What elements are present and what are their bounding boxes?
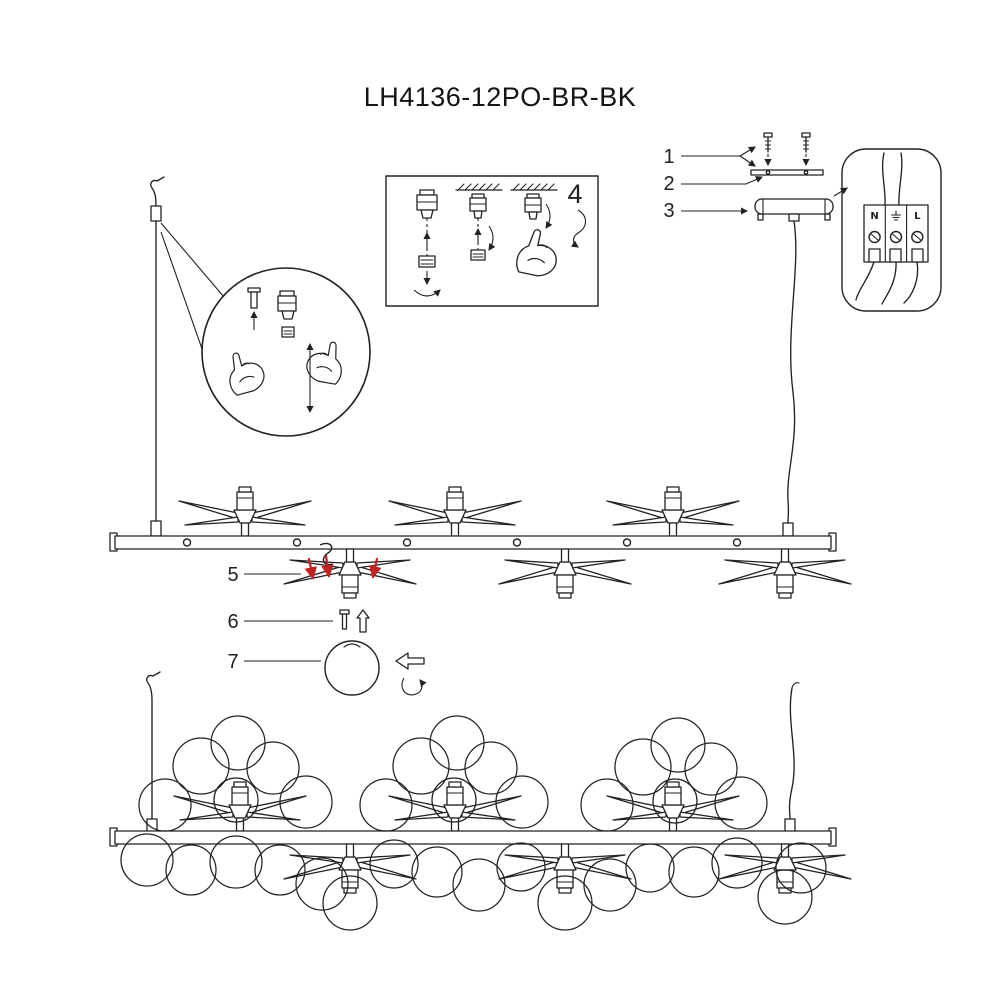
red-arrow-icon [321,554,334,578]
model-number-title: LH4136-12PO-BR-BK [364,82,637,112]
wiring-inset-frame [841,148,942,312]
callout-6-label: 6 [227,611,238,633]
magnifier-inset [160,222,371,437]
socket-instruction-inset: 4 [385,175,599,307]
glass-globe [324,640,380,696]
pendant-cable [788,687,795,820]
callout-3-label: 3 [663,200,674,222]
mounting-screw-icon [763,132,773,167]
hand-icon [514,226,563,280]
callout-7-label: 7 [227,651,238,673]
socket-part [277,290,297,338]
insert-arrow-icon [395,652,425,670]
socket-fan [283,548,417,599]
callout-6: 6 [227,609,370,633]
socket-align-step [413,189,441,297]
callout-1-label: 1 [663,146,674,168]
pendant-cable [787,220,797,524]
socket-fan [606,486,740,537]
up-arrow-icon [356,609,370,633]
socket-fan [178,486,312,537]
red-arrow-icon [369,557,382,579]
terminal-n-label: N [870,211,878,222]
cable-ferrule [150,520,162,537]
cable-hook [150,176,165,207]
locking-pin [247,287,261,330]
ground-symbol-icon [890,210,902,221]
mounting-screw-icon [801,132,811,167]
socket-fan [388,486,522,537]
red-arrow-icon [304,557,317,580]
wiring-inset: N L [841,148,942,312]
ceiling-canopy-assembly [754,187,848,537]
glass-globe [537,875,593,931]
instruction-inset-frame [385,175,599,307]
socket-fan [388,781,522,832]
rotation-arrow-icon [401,677,427,696]
ceiling-hardware-callouts: 1 2 3 [663,132,824,222]
callout-5-label: 5 [227,564,238,586]
terminal-l-label: L [914,211,921,222]
cable-hook [146,671,161,701]
socket-fan [283,843,417,894]
ceiling-canopy [754,198,834,215]
glass-globe [757,869,813,925]
rotation-arrow-icon [488,225,496,251]
assembled-fixture [109,671,852,931]
socket-fan [498,843,632,894]
globe-cluster-lower [120,833,827,931]
callout-4-label: 4 [567,179,582,209]
mounting-plate [750,169,824,176]
socket-screw-step [455,183,503,261]
left-suspension [150,176,165,537]
socket-fan [718,548,852,599]
cable-gripper [150,205,162,222]
cable-ferrule [782,522,794,537]
magnifier-circle [201,267,371,437]
locking-pin [339,609,350,630]
rotation-arrow-icon [570,209,587,248]
callout-7: 7 [227,640,427,696]
socket-fan [498,548,632,599]
callout-5: 5 [227,564,301,586]
hanger-bar-assembly [109,486,852,599]
glass-globe [322,875,378,931]
socket-fan [718,843,852,894]
rotation-arrow-icon [545,203,553,229]
rotation-arrow-icon [413,289,441,297]
terminal-block: N L [863,204,929,263]
socket-tighten-step [510,183,563,280]
hanger-bar [114,535,832,550]
hanger-bar [114,830,832,845]
socket-fan [173,781,307,832]
callout-2-label: 2 [663,173,674,195]
globe-cluster-upper [138,715,768,832]
